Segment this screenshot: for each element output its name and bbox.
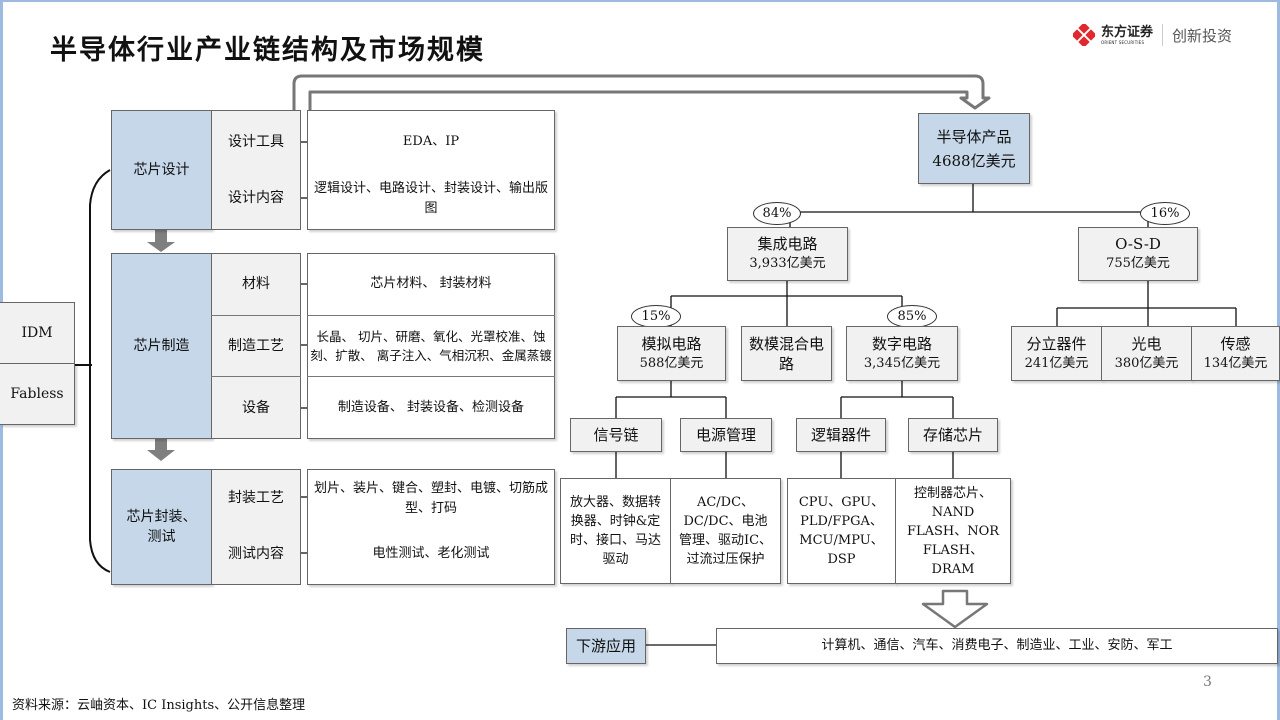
node-logic-devices-items: CPU、GPU、PLD/FPGA、MCU/MPU、DSP (787, 478, 896, 584)
node-name: 逻辑器件 (810, 426, 871, 444)
node-value: 3,345亿美元 (863, 355, 941, 371)
node-optoelectronics: 光电 380亿美元 (1101, 326, 1192, 381)
stage-name: 芯片设计 (133, 162, 190, 178)
logo-divider (1162, 24, 1164, 46)
logo-name-en: ORIENT SECURITIES (1101, 39, 1145, 45)
node-power-management-items: AC/DC、DC/DC、电池管理、驱动IC、过流过压保护 (670, 478, 781, 584)
node-signal-chain: 信号链 (570, 418, 662, 452)
stage-row-label: 封装工艺 (228, 490, 284, 506)
node-value: 755亿美元 (1106, 256, 1170, 271)
node-value: 3,933亿美元 (749, 256, 826, 271)
node-name: 信号链 (593, 426, 639, 444)
node-mixed-signal: 数模混合电路 (741, 326, 832, 381)
node-value: 588亿美元 (639, 355, 704, 371)
node-name: O-S-D (1115, 235, 1161, 253)
stage-labels (211, 469, 301, 585)
downstream-label: 下游应用 (575, 637, 636, 655)
row-divider (211, 315, 301, 316)
node-name: 分立器件 (1026, 334, 1087, 353)
node-name: 半导体产品 (936, 127, 1012, 146)
stage-name: 芯片制造 (133, 338, 190, 354)
stage-chip-manufacturing: 芯片制造 (111, 253, 212, 439)
node-semiconductor-products: 半导体产品 4688亿美元 (918, 113, 1030, 184)
stage-row-label: 材料 (242, 276, 270, 292)
share-badge-digital: 85% (887, 305, 937, 328)
business-model-label: IDM (21, 325, 53, 341)
node-integrated-circuit: 集成电路 3,933亿美元 (727, 227, 848, 281)
stage-row-content: 芯片材料、 封装材料 (370, 276, 492, 291)
node-value: 380亿美元 (1114, 355, 1179, 371)
stage-row-content: 长晶、 切片、研磨、氧化、光罩校准、蚀刻、扩散、 离子注入、气相沉积、金属蒸镀 (310, 329, 552, 363)
stage-row-content: 划片、装片、键合、塑封、电镀、切筋成型、打码 (313, 481, 548, 516)
stage-labels (211, 253, 301, 439)
node-discrete-devices: 分立器件 241亿美元 (1011, 326, 1102, 381)
business-model-fabless: Fabless (0, 363, 75, 425)
node-name: 数字电路 (871, 334, 932, 353)
stage-labels (211, 110, 301, 230)
downstream-arrow (921, 589, 989, 629)
bracket-bottom-curve (89, 365, 111, 573)
logo-slogan: 创新投资 (1172, 26, 1233, 45)
stage-row-content: EDA、IP (402, 134, 460, 149)
frame-top-border (0, 0, 1280, 2)
node-osd: O-S-D 755亿美元 (1078, 227, 1198, 281)
stage-packaging-testing: 芯片封装、测试 (111, 469, 212, 585)
share-badge-analog: 15% (631, 305, 681, 328)
downstream-content-box: 计算机、通信、汽车、消费电子、制造业、工业、安防、军工 (716, 628, 1278, 664)
brand-logo: 东方证券 ORIENT SECURITIES 创新投资 (1071, 20, 1233, 50)
node-memory-chips-items: 控制器芯片、NAND FLASH、NOR FLASH、DRAM (895, 478, 1011, 584)
stage-row-content: 逻辑设计、电路设计、封装设计、输出版图 (313, 181, 548, 216)
stage-row-label: 制造工艺 (228, 338, 284, 354)
node-analog-circuit: 模拟电路 588亿美元 (617, 326, 726, 381)
node-name: 存储芯片 (922, 426, 983, 444)
node-name: 集成电路 (757, 235, 818, 253)
stage-row-label: 设计内容 (228, 190, 284, 206)
share-badge-ic: 84% (753, 202, 801, 225)
stage-chip-design: 芯片设计 (111, 110, 212, 230)
stage-row-content: 制造设备、 封装设备、检测设备 (337, 400, 525, 415)
business-model-label: Fabless (10, 386, 64, 402)
node-name: 模拟电路 (641, 334, 702, 353)
downstream-label-box: 下游应用 (566, 628, 646, 664)
page-title: 半导体行业产业链结构及市场规模 (50, 35, 485, 66)
node-value: 4688亿美元 (932, 151, 1016, 170)
orient-securities-logo-icon (1071, 22, 1097, 48)
node-signal-chain-items: 放大器、数据转换器、时钟&定时、接口、马达驱动 (560, 478, 671, 584)
row-divider (307, 376, 555, 377)
logo-name-cn: 东方证券 (1101, 24, 1154, 40)
row-divider (307, 315, 555, 316)
node-name: 光电 (1131, 334, 1162, 353)
share-badge-osd: 16% (1140, 202, 1190, 225)
node-name: 电源管理 (695, 426, 756, 444)
stage-row-content: 电性测试、老化测试 (372, 546, 490, 561)
node-value: 134亿美元 (1203, 355, 1268, 371)
node-logic-devices: 逻辑器件 (796, 418, 886, 452)
stage-contents (307, 110, 555, 230)
page-number: 3 (1203, 674, 1212, 690)
node-memory-chips: 存储芯片 (908, 418, 998, 452)
design-to-products-arrow (292, 74, 991, 110)
business-model-idm: IDM (0, 302, 75, 364)
stage-contents (307, 253, 555, 439)
bracket-top-curve (89, 169, 111, 540)
node-value: 241亿美元 (1024, 355, 1089, 371)
node-name: 传感 (1220, 334, 1251, 353)
node-power-management: 电源管理 (680, 418, 772, 452)
stage-row-label: 设计工具 (228, 134, 284, 150)
node-name: 数模混合电路 (748, 334, 824, 373)
downstream-content: 计算机、通信、汽车、消费电子、制造业、工业、安防、军工 (821, 638, 1173, 653)
stage-contents (307, 469, 555, 585)
node-digital-circuit: 数字电路 3,345亿美元 (846, 326, 958, 381)
stage-name: 芯片封装、测试 (126, 509, 197, 545)
node-sensors: 传感 134亿美元 (1191, 326, 1280, 381)
source-note: 资料来源：云岫资本、IC Insights、公开信息整理 (12, 698, 306, 713)
stage-arrows (147, 230, 175, 461)
stage-row-label: 测试内容 (228, 546, 284, 562)
row-divider (211, 376, 301, 377)
stage-row-label: 设备 (242, 400, 270, 416)
